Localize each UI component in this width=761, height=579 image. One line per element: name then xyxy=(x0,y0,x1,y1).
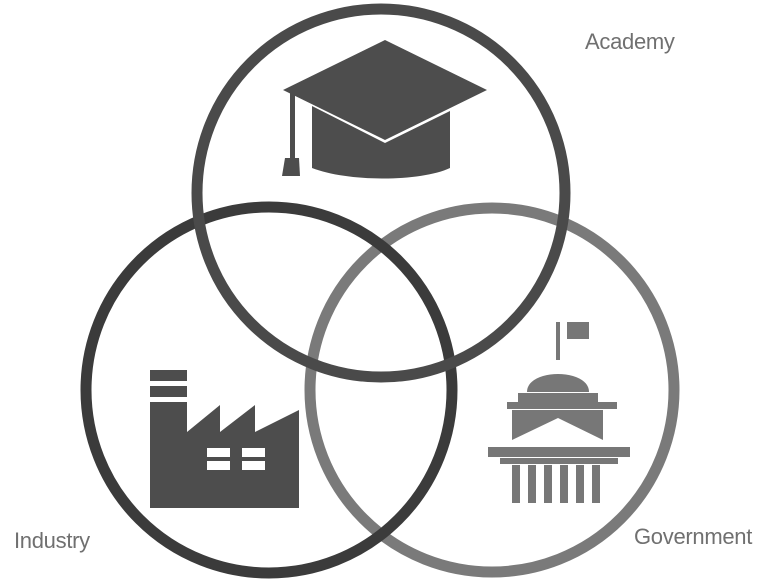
academy-circle xyxy=(191,3,571,383)
government-circle xyxy=(304,202,680,578)
capitol-building-icon xyxy=(488,322,630,503)
industry-circle xyxy=(80,201,458,579)
government-label: Government xyxy=(634,524,753,549)
academy-label: Academy xyxy=(585,29,675,54)
industry-label: Industry xyxy=(14,528,90,553)
factory-icon xyxy=(150,370,299,508)
capitol-pediment-cutout xyxy=(528,422,588,440)
graduation-cap-icon xyxy=(282,40,487,179)
factory-windows xyxy=(207,448,265,470)
